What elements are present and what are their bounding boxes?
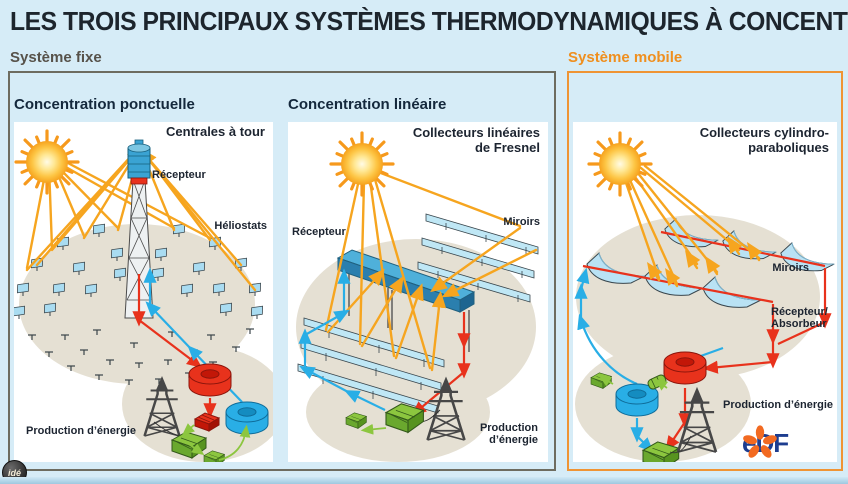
receiver-absorber-label: Récepteur/ Absorbeur <box>771 306 828 331</box>
sun-rays <box>623 164 763 288</box>
panel-fresnel: Collecteurs linéaires de Fresnel Récepte… <box>288 122 548 462</box>
panel-parabolic-subtitle: Collecteurs cylindro-paraboliques <box>699 125 829 155</box>
system-fixed-label: Système fixe <box>10 49 102 66</box>
panel-tower-subtitle: Centrales à tour <box>166 124 265 139</box>
edf-swirl-icon <box>743 425 777 458</box>
production-label: Production d’énergie <box>479 422 538 447</box>
receiver <box>127 139 151 185</box>
sun-icon <box>587 131 653 197</box>
fresnel-mirrors <box>297 213 539 414</box>
receiver-label: Récepteur <box>292 226 346 238</box>
panel-fresnel-title: Concentration linéaire <box>288 96 447 113</box>
production-label: Production d’énergie <box>723 399 834 411</box>
page-title: LES TROIS PRINCIPAUX SYSTÈMES THERMODYNA… <box>10 6 848 36</box>
panel-tower-title: Concentration ponctuelle <box>14 96 195 113</box>
system-mobile-label: Système mobile <box>568 49 683 66</box>
panel-fresnel-subtitle: Collecteurs linéaires de Fresnel <box>412 125 540 155</box>
heliostats-label: Héliostats <box>214 220 267 232</box>
receiver-label: Récepteur <box>152 169 206 181</box>
panel-parabolic: Collecteurs cylindro-paraboliques Miroir… <box>573 122 837 462</box>
edf-logo: eDF <box>741 420 835 466</box>
ide-logo-text: idé <box>7 467 21 478</box>
power-arrows <box>181 423 251 461</box>
mirrors-label: Miroirs <box>503 216 540 228</box>
hot-tank <box>663 351 707 385</box>
power-arrows <box>598 375 668 391</box>
panel-tower: Centrales à tour Récepteur Héliostats Pr… <box>14 122 273 462</box>
heat-pipes <box>574 267 832 453</box>
bottom-strip <box>0 477 848 484</box>
production-ground <box>122 346 273 462</box>
cold-tank <box>225 401 269 435</box>
hot-tank <box>188 363 232 397</box>
production-label: Production d’énergie <box>26 425 137 437</box>
parabolic-illustration <box>574 131 835 462</box>
tower-illustration <box>14 129 273 462</box>
fresnel-illustration <box>296 131 539 462</box>
sun-icon <box>14 129 80 195</box>
sun-rays <box>324 170 538 372</box>
mirrors-label: Miroirs <box>772 262 809 274</box>
sun-icon <box>329 131 395 197</box>
